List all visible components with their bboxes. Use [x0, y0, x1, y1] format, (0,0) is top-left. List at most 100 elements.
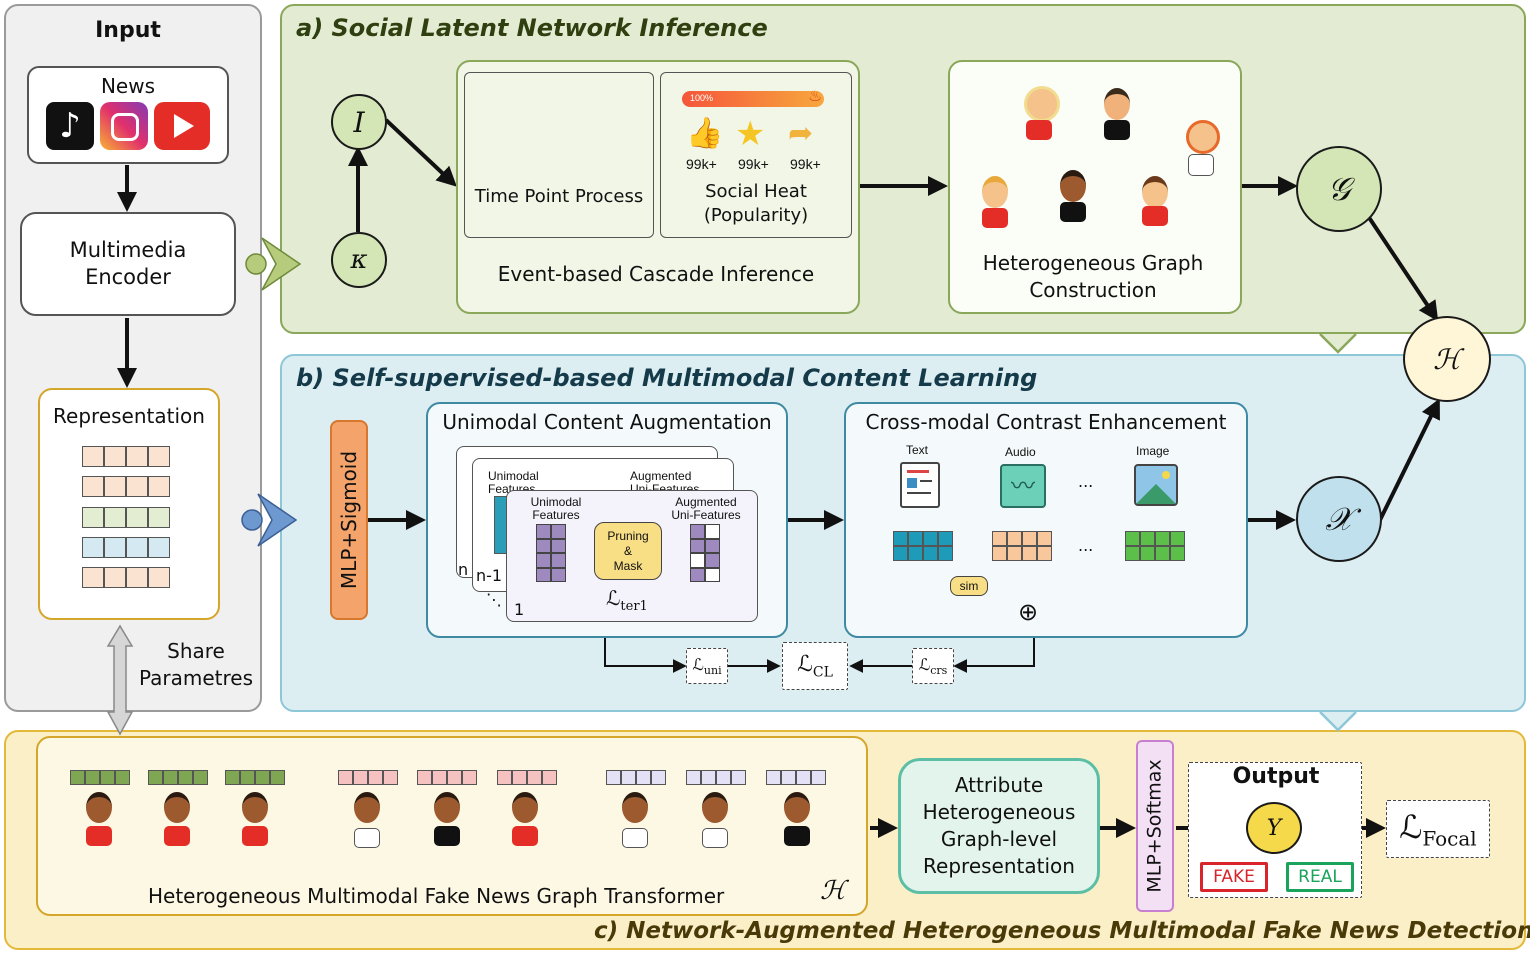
- node-g: 𝒢: [1296, 146, 1382, 232]
- video-icon: [1104, 120, 1130, 140]
- real-badge: REAL: [1286, 862, 1354, 892]
- news-label: News: [100, 74, 156, 98]
- share-count: 99k+: [790, 156, 821, 172]
- avatar: [1104, 88, 1130, 120]
- youtube-icon: [512, 826, 538, 846]
- section-a-title: a) Social Latent Network Inference: [296, 14, 768, 42]
- image-feature-row: [1125, 531, 1185, 546]
- lilac-feature-row: [686, 770, 746, 785]
- node-kappa: κ: [331, 232, 387, 288]
- youtube-icon: [154, 102, 210, 150]
- green-feature-row: [148, 770, 208, 785]
- youtube-icon: [1026, 120, 1052, 140]
- encoder-label: Multimedia Encoder: [69, 238, 187, 289]
- stack-label-n1: n-1: [476, 566, 503, 585]
- like-count: 99k+: [686, 156, 717, 172]
- cross-modal-box: [844, 402, 1248, 638]
- transformer-label: Heterogeneous Multimodal Fake News Graph…: [148, 884, 725, 908]
- avatar: [434, 792, 460, 823]
- attribute-representation-box: Attribute Heterogeneous Graph-level Repr…: [898, 758, 1100, 894]
- section-c-title: c) Network-Augmented Heterogeneous Multi…: [594, 918, 1530, 944]
- multimedia-encoder-box: Multimedia Encoder: [20, 212, 236, 316]
- loss-uni-box: ℒuni: [686, 648, 728, 684]
- pink-feature-row: [497, 770, 557, 785]
- avatar: [1186, 120, 1220, 154]
- text-label: Text: [906, 443, 929, 457]
- avatar: [354, 792, 380, 823]
- play-icon: [702, 828, 728, 848]
- video-icon: [784, 826, 810, 846]
- avatar: [622, 792, 648, 823]
- news-box: News ♪: [27, 66, 229, 164]
- video-icon: [1060, 202, 1086, 222]
- heat-bar: 100%: [682, 91, 824, 107]
- augmented-feature-grid: [690, 524, 720, 582]
- rep-row-5: [82, 567, 170, 588]
- sim-box: sim: [950, 576, 988, 596]
- fake-label: FAKE: [1213, 867, 1255, 887]
- focal-loss-box: ℒFocal: [1386, 800, 1490, 858]
- cce-label: Cross-modal Contrast Enhancement: [865, 410, 1227, 434]
- lilac-feature-row: [766, 770, 826, 785]
- audio-feature-row: [992, 531, 1052, 546]
- mlp-sigmoid-box: MLP+Sigmoid: [330, 420, 368, 620]
- sim-label: sim: [959, 579, 979, 593]
- play-icon: [354, 828, 380, 848]
- youtube-icon: [1142, 206, 1168, 226]
- stack-label-n: n: [458, 560, 469, 579]
- cascade-label: Event-based Cascade Inference: [497, 262, 815, 286]
- loss-ter1: ℒter1: [606, 586, 648, 614]
- star-icon: ★: [735, 114, 766, 154]
- augmented-features-label: Augmented Uni-Features: [671, 495, 741, 522]
- share-parameters-label: Share Parametres: [138, 639, 254, 690]
- text-feature-row: [893, 531, 953, 546]
- rep-row-2: [82, 476, 170, 497]
- play-icon: [1188, 154, 1214, 176]
- tpp-label: Time Point Process: [474, 186, 644, 207]
- share-icon: ➦: [788, 116, 814, 151]
- uca-label: Unimodal Content Augmentation: [442, 410, 772, 434]
- input-title: Input: [95, 18, 161, 43]
- loss-cl-box: ℒCL: [782, 642, 848, 690]
- pink-feature-row: [417, 770, 477, 785]
- green-feature-row: [225, 770, 285, 785]
- stack-label-dots: ⋱: [486, 590, 502, 609]
- fire-icon: ♨: [808, 86, 823, 105]
- node-h: ℋ: [1403, 316, 1491, 402]
- audio-label: Audio: [1005, 445, 1036, 459]
- avatar: [512, 792, 538, 823]
- unimodal-feature-grid: [536, 524, 566, 582]
- social-heat-label: Social Heat (Popularity): [703, 181, 809, 226]
- mlp-softmax-label: MLP+Softmax: [1144, 759, 1166, 893]
- avatar: [164, 792, 190, 823]
- pruning-mask-box: Pruning & Mask: [594, 522, 662, 580]
- image-label: Image: [1136, 444, 1170, 458]
- loss-crs-box: ℒcrs: [912, 648, 954, 684]
- mlp-softmax-box: MLP+Softmax: [1136, 740, 1174, 912]
- tiktok-icon: ♪: [46, 102, 94, 150]
- attribute-label: Attribute Heterogeneous Graph-level Repr…: [922, 773, 1076, 878]
- output-label: Output: [1232, 764, 1320, 789]
- plus-operator: ⊕: [1018, 598, 1039, 626]
- youtube-icon: [164, 826, 190, 846]
- rep-row-4: [82, 537, 170, 558]
- rep-row-3: [82, 507, 170, 528]
- play-icon: [622, 828, 648, 848]
- image-icon: [1134, 464, 1178, 506]
- heat-bar-label: 100%: [690, 93, 714, 103]
- thumbs-up-icon: 👍: [686, 116, 724, 151]
- fake-badge: FAKE: [1200, 862, 1268, 892]
- pruning-label: Pruning & Mask: [607, 528, 649, 573]
- dots-label: ...: [1078, 472, 1094, 491]
- instagram-icon: [100, 102, 148, 150]
- youtube-icon: [982, 208, 1008, 228]
- avatar: [1024, 86, 1060, 122]
- node-x: 𝒳: [1296, 476, 1382, 562]
- avatar: [784, 792, 810, 823]
- avatar: [702, 792, 728, 823]
- dots-label: ...: [1078, 536, 1094, 555]
- lilac-feature-row: [606, 770, 666, 785]
- audio-feature-row: [992, 546, 1052, 561]
- green-feature-row: [70, 770, 130, 785]
- unimodal-features-label: Unimodal Features: [530, 495, 582, 522]
